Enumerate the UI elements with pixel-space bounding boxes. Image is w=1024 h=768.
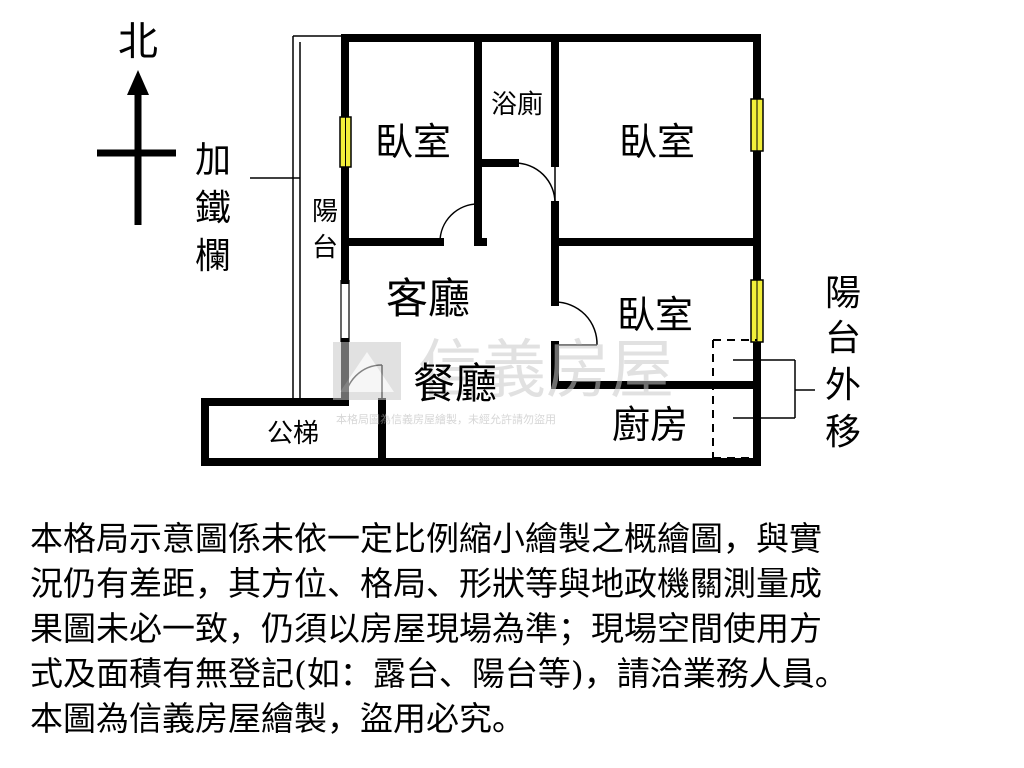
disclaimer-line: 本圖為信義房屋繪製，盜用必究。 xyxy=(30,699,525,738)
balcony-sliding-door xyxy=(340,280,350,342)
label-kitchen: 廚房 xyxy=(612,403,688,447)
iron-railing-note: 加 鐵 欄 xyxy=(195,140,300,277)
watermark-notice: 本格局圖為信義房屋繪製，未經允許請勿盜用 xyxy=(336,412,556,426)
label-bathroom: 浴廁 xyxy=(491,90,543,120)
label-bedroom-nw: 臥室 xyxy=(375,120,451,164)
watermark-logo-icon xyxy=(333,342,401,400)
railing-char-1: 加 xyxy=(195,140,231,181)
railing-char-2: 鐵 xyxy=(195,188,231,229)
label-living-room: 客廳 xyxy=(386,274,470,323)
moved-char-2: 台 xyxy=(825,318,861,359)
north-compass: 北 xyxy=(97,19,176,225)
door-bedroom-se xyxy=(554,301,598,346)
disclaimer-line: 況仍有差距，其方位、格局、形狀等與地政機關測量成 xyxy=(30,564,822,603)
moved-char-1: 陽 xyxy=(825,273,861,314)
label-balcony-char-2: 台 xyxy=(312,233,338,263)
label-bedroom-ne: 臥室 xyxy=(619,120,695,164)
label-dining-room: 餐廳 xyxy=(413,359,497,408)
watermark-brand: 信義房屋 xyxy=(418,334,674,408)
moved-balcony-outline xyxy=(712,339,757,459)
moved-balcony-leader xyxy=(733,359,815,419)
moved-char-4: 移 xyxy=(825,412,861,453)
label-public-stairs: 公梯 xyxy=(267,419,319,449)
north-label: 北 xyxy=(118,19,158,65)
label-balcony-char-1: 陽 xyxy=(312,197,338,227)
disclaimer-line: 本格局示意圖係未依一定比例縮小繪製之概繪圖，與實 xyxy=(30,519,822,558)
railing-char-3: 欄 xyxy=(195,236,231,277)
iron-railing xyxy=(292,35,345,402)
door-bathroom xyxy=(514,162,556,204)
windows xyxy=(339,98,764,343)
door-bedroom-nw xyxy=(439,203,479,243)
disclaimer: 本格局示意圖係未依一定比例縮小繪製之概繪圖，與實 況仍有差距，其方位、格局、形狀… xyxy=(30,516,1010,741)
watermark: 信義房屋 本格局圖為信義房屋繪製，未經允許請勿盜用 xyxy=(333,334,674,426)
disclaimer-line: 式及面積有無登記(如：露台、陽台等)，請洽業務人員。 xyxy=(30,654,848,693)
balcony-moved-out-note: 陽 台 外 移 xyxy=(825,273,861,453)
north-arrow-icon xyxy=(127,70,149,95)
floor-plan: 北 加 鐵 欄 xyxy=(97,19,861,466)
label-bedroom-se: 臥室 xyxy=(617,293,693,337)
disclaimer-line: 果圖未必一致，仍須以房屋現場為準；現場空間使用方 xyxy=(30,609,822,648)
moved-char-3: 外 xyxy=(825,365,861,406)
